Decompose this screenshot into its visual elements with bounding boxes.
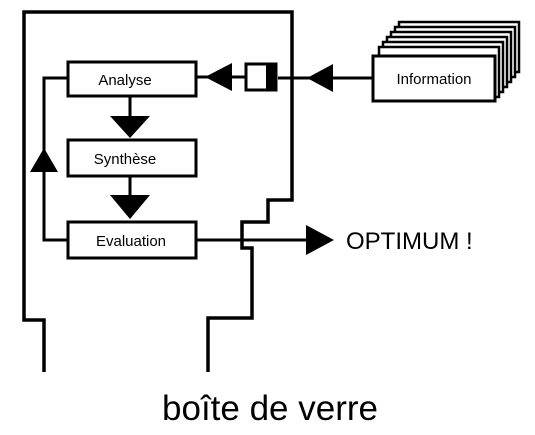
evaluation-output-arrowhead [306, 225, 334, 255]
information-input-arrowhead [307, 64, 333, 92]
analyse-label: Analyse [98, 72, 151, 89]
synthese-to-evaluation-arrowhead [110, 195, 150, 219]
analyse-to-synthese-arrowhead [110, 116, 150, 138]
evaluation-label: Evaluation [96, 233, 166, 250]
information-label: Information [396, 71, 471, 88]
feedback-loop-arrowhead [30, 148, 58, 172]
synthese-label: Synthèse [94, 151, 157, 168]
optimum-label: OPTIMUM ! [346, 228, 473, 255]
gate-to-analyse-arrowhead [205, 63, 232, 91]
glass-box-outline [22, 10, 294, 372]
evaluation-box [66, 220, 198, 260]
diagram-caption: boîte de verre [162, 389, 378, 428]
synthese-box [66, 138, 198, 178]
